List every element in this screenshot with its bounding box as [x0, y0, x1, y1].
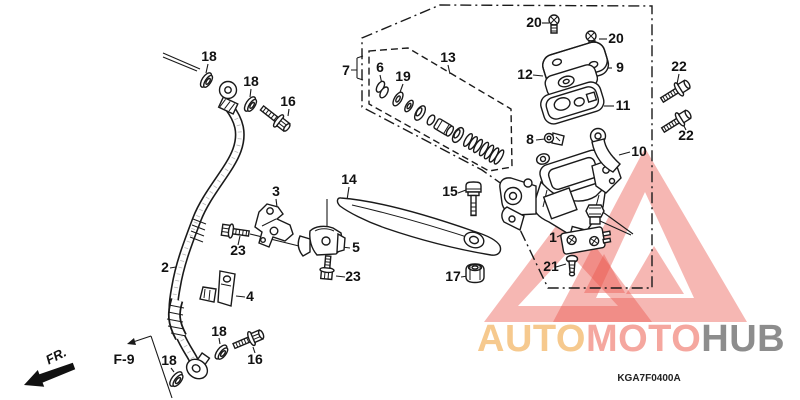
flange-bolt-23b: [319, 255, 335, 281]
pivot-nut-17: [465, 263, 485, 284]
brake-hose: [166, 80, 245, 380]
brake-lever-14: [336, 197, 502, 256]
clip-8: [543, 132, 565, 146]
clamp-screw-22b: [660, 109, 692, 134]
callout-14: 14: [341, 171, 357, 187]
callout-9: 9: [616, 59, 624, 75]
banjo-boss-bolt: [585, 204, 605, 225]
callout-7: 7: [342, 62, 350, 78]
circlip-19: [392, 91, 404, 107]
logo-triangle-large-notch: [626, 246, 684, 294]
callout-6: 6: [376, 59, 384, 75]
hose-bottom-banjo: [185, 352, 211, 380]
callout-labels: 18 18 16 7 6 19 13 20 20 12 9 11 22 22 8…: [161, 14, 694, 368]
callout-13: 13: [440, 49, 456, 65]
callout-4: 4: [246, 288, 254, 304]
front-direction-label: FR.: [43, 345, 68, 368]
brand-part-auto: AUTO: [477, 318, 586, 360]
callout-18-a: 18: [201, 48, 217, 64]
kit-piston: [433, 118, 455, 137]
callout-23-b: 23: [345, 268, 361, 284]
callout-18-c: 18: [161, 352, 177, 368]
callout-1: 1: [549, 229, 557, 245]
kit-spacer: [426, 114, 436, 126]
kit-spring: [462, 132, 505, 165]
callout-5: 5: [352, 239, 360, 255]
callout-18-b: 18: [243, 73, 259, 89]
cover-screw-20a: [548, 14, 560, 34]
figure-ref-label: F-9: [114, 351, 135, 367]
front-arrow: [24, 362, 76, 387]
brake-light-switch-1: [560, 226, 612, 255]
flange-bolt-23a: [220, 223, 250, 239]
sight-glass: [535, 153, 551, 165]
sealing-washer-18b: [243, 96, 258, 112]
callout-21: 21: [543, 258, 559, 274]
callout-17: 17: [445, 268, 461, 284]
callout-15: 15: [442, 183, 458, 199]
figure-reference: F-9: [114, 335, 173, 399]
logo-triangle-large: [553, 148, 747, 322]
banjo-bolt-16b: [232, 329, 265, 350]
kit-cup-seal-2: [451, 126, 465, 144]
callout-3: 3: [272, 183, 280, 199]
callout-22-b: 22: [678, 127, 694, 143]
callout-16-b: 16: [247, 351, 263, 367]
assembly-boundary-box: [361, 4, 653, 289]
callout-16-a: 16: [280, 93, 296, 109]
lever-bracket: [499, 177, 537, 232]
bracket-3: [254, 203, 294, 248]
logo-triangle-small-notch: [584, 254, 625, 293]
callout-20-b: 20: [608, 30, 624, 46]
brand-part-hub: HUB: [701, 318, 785, 360]
bracket-5: [297, 225, 346, 257]
brand-part-moto: MOTO: [586, 318, 701, 360]
callout-19: 19: [395, 68, 411, 84]
diagram-part-code: KGA7F0400A: [617, 373, 680, 384]
pivot-bolt-15: [465, 181, 482, 217]
leader-lines: [162, 22, 687, 373]
holder-clamp-10: [589, 127, 621, 173]
callout-18-d: 18: [211, 323, 227, 339]
body-label-plate: [542, 187, 578, 220]
front-direction: FR.: [24, 345, 76, 387]
callout-2: 2: [161, 259, 169, 275]
figure-ref-arrowhead: [127, 338, 136, 345]
hose-collars: [189, 218, 207, 243]
kit-washer: [404, 99, 414, 113]
piston-kit: [375, 80, 505, 165]
callout-8: 8: [526, 131, 534, 147]
diaphragm-11: [540, 81, 605, 125]
banjo-bolt-16a: [259, 104, 291, 133]
bracket-4: [199, 270, 236, 307]
kit-cup-seal: [413, 105, 427, 121]
logo-triangle-small: [484, 210, 652, 322]
piston-kit-box: [368, 47, 513, 172]
hose-top-banjo: [217, 80, 239, 115]
callout-10: 10: [631, 143, 647, 159]
brand-wordmark: AUTOMOTOHUB: [477, 318, 785, 360]
callout-20-a: 20: [526, 14, 542, 30]
sealing-washer-18d: [214, 344, 229, 360]
clamp-screw-22a: [659, 79, 691, 104]
callout-11: 11: [616, 97, 631, 113]
callout-12: 12: [517, 66, 533, 82]
callout-7-bracket: [351, 55, 364, 81]
sealing-washer-18a: [199, 72, 214, 88]
sealing-washer-18c: [169, 371, 184, 388]
callout-23-a: 23: [230, 242, 246, 258]
boot-6: [375, 80, 389, 99]
hose-boot-ribs: [166, 304, 187, 337]
switch-screw-21: [565, 254, 579, 277]
callout-22-a: 22: [671, 58, 687, 74]
